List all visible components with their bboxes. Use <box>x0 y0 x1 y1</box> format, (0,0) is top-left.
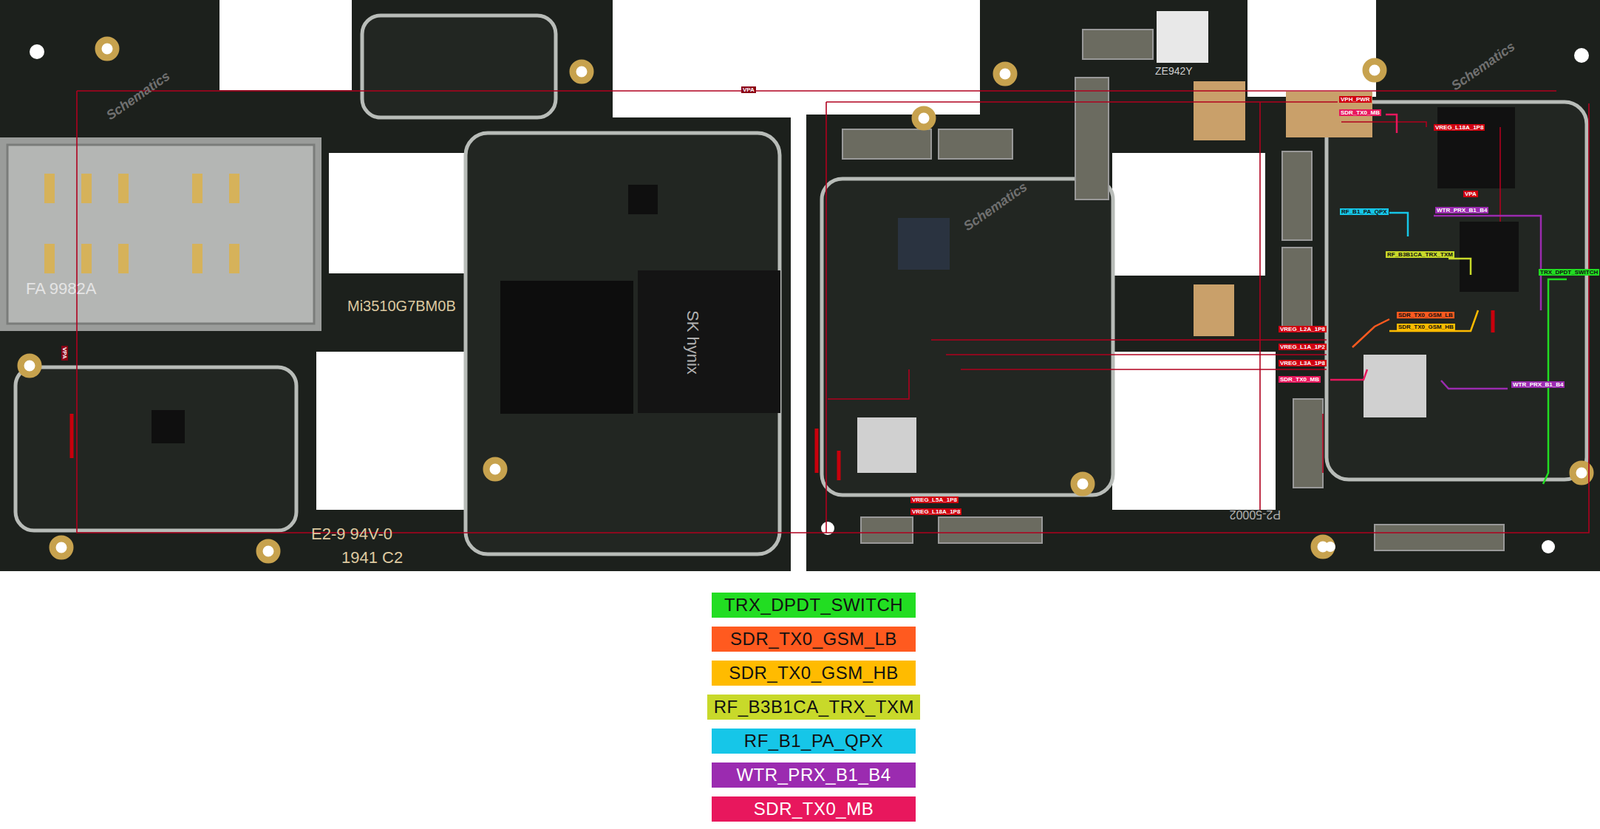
signal-name: VREG_L1A_1P2 <box>1278 343 1327 351</box>
legend-swatch: RF_B1_PA_QPX <box>711 728 916 754</box>
signal-name: WTR_PRX_B1_B4 <box>1435 206 1489 214</box>
signal-name: VPH_PWR <box>1339 96 1372 103</box>
legend-text: RF_B1_PA_QPX <box>744 730 884 752</box>
board-marking: E2-9 94V-0 <box>311 524 393 544</box>
signal-name: TRX_DPDT_SWITCH <box>1538 269 1600 276</box>
watermark: Schematics <box>103 68 173 124</box>
legend-swatch: SDR_TX0_MB <box>711 796 916 822</box>
chip-marking: SK hynix <box>683 310 703 375</box>
signal-name: VPA <box>1463 190 1479 198</box>
legend-text: RF_B3B1CA_TRX_TXM <box>713 696 915 718</box>
board-marking: FA 9982A <box>25 279 97 298</box>
signal-name: RF_B1_PA_QPX <box>1339 208 1389 216</box>
signal-name: VREG_L3A_1P8 <box>1278 359 1327 367</box>
legend-swatch: RF_B3B1CA_TRX_TXM <box>707 694 921 720</box>
signal-name: RF_B3B1CA_TRX_TXM <box>1385 251 1455 258</box>
legend-swatch: TRX_DPDT_SWITCH <box>711 592 916 618</box>
board-marking: Mi3510G7BM0B <box>347 297 456 315</box>
legend-text: WTR_PRX_B1_B4 <box>736 764 891 786</box>
signal-name: SDR_TX0_GSM_LB <box>1396 311 1455 319</box>
legend-text: SDR_TX0_GSM_HB <box>728 662 899 684</box>
watermark: Schematics <box>960 179 1031 235</box>
signal-name: VREG_L5A_1P8 <box>910 496 959 504</box>
board-marking: P2-50002 <box>1229 507 1281 522</box>
legend-text: SDR_TX0_MB <box>753 798 874 820</box>
signal-name: VPA <box>741 86 757 94</box>
board-marking: ZE942Y <box>1155 65 1193 77</box>
legend-swatch: WTR_PRX_B1_B4 <box>711 762 916 788</box>
signal-name: VPA <box>61 345 68 361</box>
board-marking: 1941 C2 <box>341 548 403 567</box>
legend-swatch: SDR_TX0_GSM_LB <box>711 626 916 652</box>
watermark: Schematics <box>1448 39 1518 94</box>
legend-text: TRX_DPDT_SWITCH <box>724 594 904 616</box>
signal-name: WTR_PRX_B1_B4 <box>1511 381 1565 388</box>
signal-name: VREG_L2A_1P8 <box>1278 325 1327 333</box>
signal-name: SDR_TX0_MB <box>1278 376 1321 383</box>
signal-name: VREG_L18A_1P8 <box>1433 124 1485 131</box>
signal-name: VREG_L18A_1P8 <box>910 508 962 516</box>
signal-name: SDR_TX0_MB <box>1339 109 1382 117</box>
legend-swatch: SDR_TX0_GSM_HB <box>711 660 916 686</box>
legend-text: SDR_TX0_GSM_LB <box>730 628 898 650</box>
signal-name: SDR_TX0_GSM_HB <box>1396 323 1456 331</box>
